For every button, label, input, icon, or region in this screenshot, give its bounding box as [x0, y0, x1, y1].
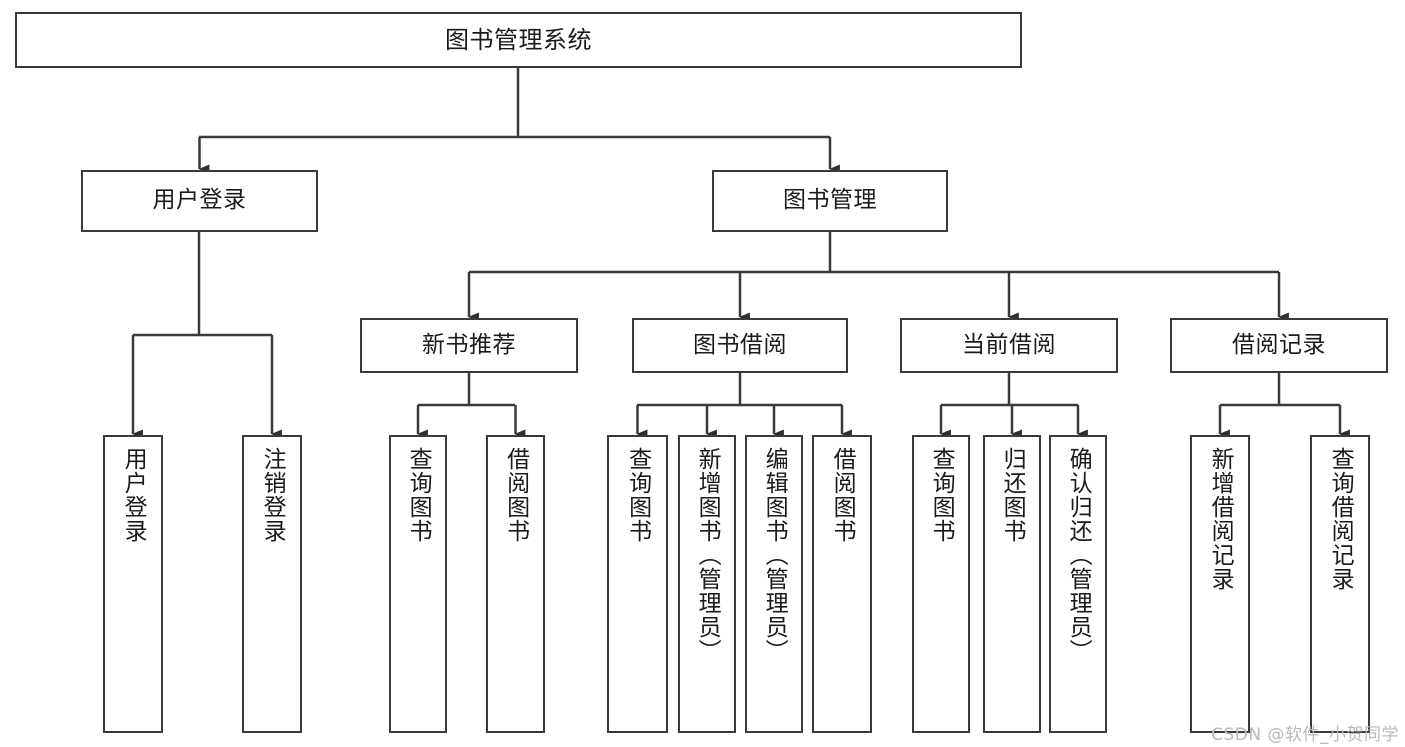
node-label: 查询借阅记录	[1327, 447, 1354, 591]
node-label: 查询图书	[405, 447, 432, 543]
node-label: 图书借阅	[693, 331, 787, 358]
node-label: 图书管理	[783, 187, 877, 214]
leaf-query-books-borrowing[interactable]: 查询图书	[607, 435, 668, 733]
node-borrowing-records[interactable]: 借阅记录	[1170, 318, 1388, 373]
node-label: 编辑图书（管理员）	[761, 447, 788, 663]
leaf-logout[interactable]: 注销登录	[242, 435, 302, 733]
node-label: 确认归还（管理员）	[1065, 447, 1092, 663]
leaf-return-books[interactable]: 归还图书	[983, 435, 1041, 733]
node-label: 新增借阅记录	[1207, 447, 1234, 591]
node-root-library-management-system[interactable]: 图书管理系统	[15, 12, 1022, 68]
leaf-borrow-books[interactable]: 借阅图书	[812, 435, 872, 733]
leaf-query-borrowing-record[interactable]: 查询借阅记录	[1310, 435, 1370, 733]
watermark-csdn: CSDN @软件_小贺同学	[1211, 725, 1399, 745]
node-user-login[interactable]: 用户登录	[81, 170, 318, 232]
node-label: 借阅记录	[1232, 331, 1326, 358]
node-label: 新增图书（管理员）	[694, 447, 721, 663]
node-label: 新书推荐	[422, 331, 516, 358]
leaf-query-books-current[interactable]: 查询图书	[912, 435, 970, 733]
leaf-edit-book-admin[interactable]: 编辑图书（管理员）	[745, 435, 803, 733]
leaf-borrow-books-recommendation[interactable]: 借阅图书	[486, 435, 545, 733]
node-label: 查询图书	[624, 447, 651, 543]
leaf-query-books-recommendation[interactable]: 查询图书	[389, 435, 447, 733]
node-label: 注销登录	[259, 447, 286, 543]
leaf-add-book-admin[interactable]: 新增图书（管理员）	[678, 435, 736, 733]
node-book-management[interactable]: 图书管理	[712, 170, 948, 232]
node-label: 用户登录	[120, 447, 147, 543]
node-label: 借阅图书	[502, 447, 529, 543]
node-new-book-recommendation[interactable]: 新书推荐	[360, 318, 578, 373]
node-book-borrowing[interactable]: 图书借阅	[632, 318, 848, 373]
leaf-confirm-return-admin[interactable]: 确认归还（管理员）	[1049, 435, 1107, 733]
leaf-user-login[interactable]: 用户登录	[103, 435, 163, 733]
leaf-add-borrowing-record[interactable]: 新增借阅记录	[1190, 435, 1250, 733]
node-label: 查询图书	[928, 447, 955, 543]
node-current-borrowing[interactable]: 当前借阅	[900, 318, 1118, 373]
node-label: 图书管理系统	[445, 25, 592, 54]
node-label: 归还图书	[999, 447, 1026, 543]
node-label: 借阅图书	[829, 447, 856, 543]
node-label: 当前借阅	[962, 331, 1056, 358]
node-label: 用户登录	[152, 187, 247, 214]
